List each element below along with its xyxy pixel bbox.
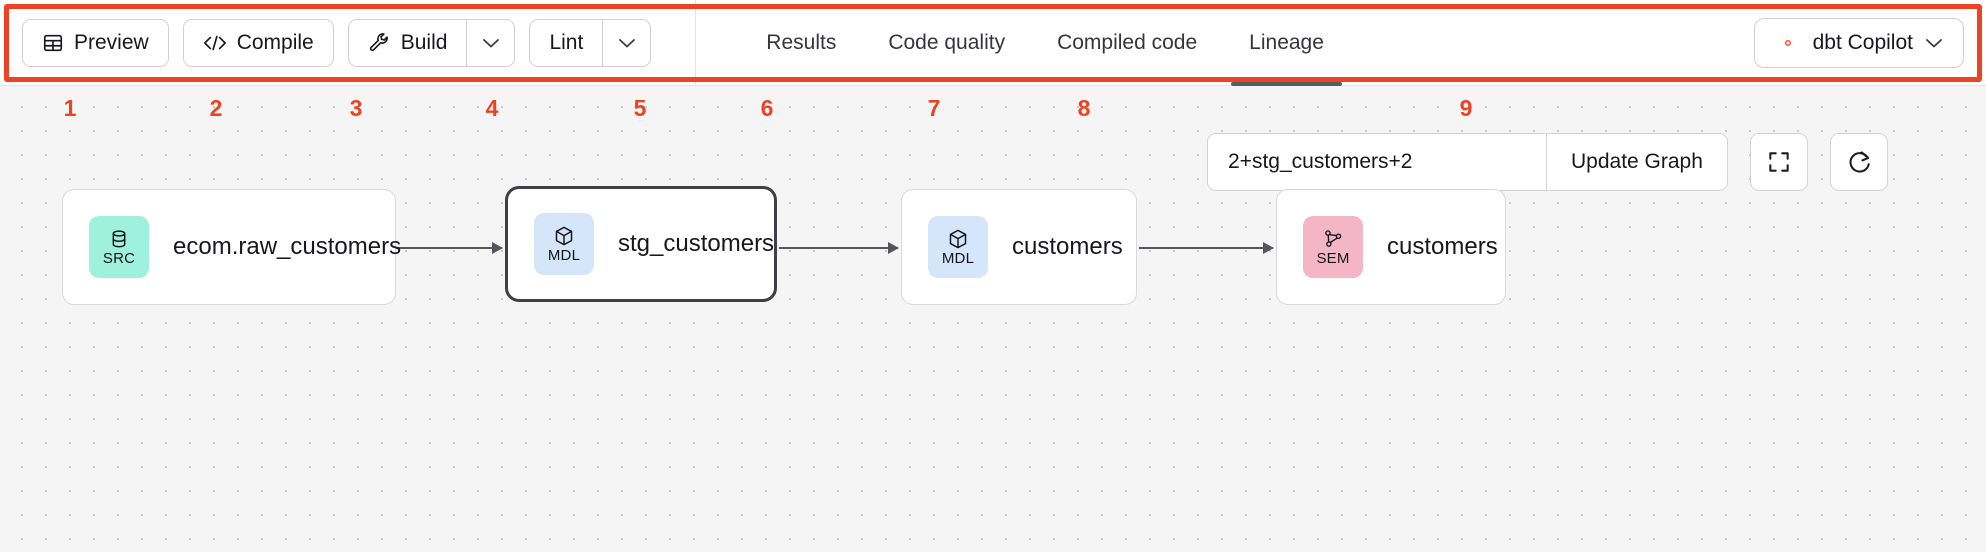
refresh-graph-button[interactable] [1829,133,1888,191]
lineage-node-source[interactable]: SRC ecom.raw_customers [62,189,401,305]
semantic-graph-icon [1322,228,1344,250]
node-type-badge: SRC [89,216,149,278]
tab-lineage-label: Lineage [1249,30,1324,54]
annotation-marker-2: 2 [209,95,223,121]
node-label: stg_customers [618,230,775,257]
build-button-label: Build [400,30,448,54]
preview-button-group[interactable]: Preview [22,18,169,67]
lineage-edge [396,242,503,254]
copilot-area: dbt Copilot [1753,17,1964,68]
lint-dropdown-toggle[interactable] [602,19,651,66]
node-type-label: MDL [547,247,581,264]
node-label: customers [1012,233,1123,260]
lint-button[interactable]: Lint [530,19,603,66]
refresh-icon [1846,149,1872,175]
table-icon [42,32,64,54]
annotation-marker-4: 4 [485,95,499,121]
lineage-edge [779,242,899,254]
annotation-marker-5: 5 [633,95,647,121]
update-graph-label: Update Graph [1571,150,1703,173]
node-type-badge: MDL [534,213,594,275]
node-type-badge: MDL [928,216,988,278]
build-dropdown-toggle[interactable] [466,19,515,66]
preview-button[interactable]: Preview [23,19,168,66]
tab-code-quality-label: Code quality [888,30,1006,54]
cube-icon [947,228,969,250]
lint-button-group[interactable]: Lint [529,18,652,67]
annotation-marker-1: 1 [63,95,77,121]
code-brackets-icon [203,33,227,53]
lineage-node-semantic[interactable]: SEM customers [1276,189,1506,305]
tab-compiled-code-label: Compiled code [1057,30,1198,54]
node-type-label: SRC [102,250,136,267]
node-type-label: MDL [941,250,975,267]
selector-group: Update Graph [1207,133,1728,191]
cube-icon [553,225,575,247]
lineage-graph-controls: Update Graph [1207,133,1888,191]
lineage-node-selected[interactable]: MDL stg_customers [505,186,777,302]
lineage-selector-input[interactable] [1208,134,1546,190]
fit-to-screen-button[interactable] [1749,133,1808,191]
fullscreen-icon [1766,149,1792,175]
node-type-label: SEM [1316,250,1350,267]
dbt-copilot-label: dbt Copilot [1812,30,1913,54]
node-label: customers [1387,233,1498,260]
lineage-node-model[interactable]: MDL customers [901,189,1137,305]
tab-code-quality[interactable]: Code quality [862,0,1031,86]
build-button-group[interactable]: Build [347,18,516,67]
lineage-canvas[interactable]: Update Graph [0,86,1986,552]
node-label: ecom.raw_customers [173,233,402,260]
compile-button-label: Compile [236,30,314,54]
preview-button-label: Preview [74,30,149,54]
database-icon [108,228,130,250]
wrench-icon [368,31,391,54]
node-type-badge: SEM [1303,216,1363,278]
tab-results-label: Results [766,30,837,54]
chevron-down-icon [1925,37,1943,49]
chevron-down-icon [618,37,636,49]
editor-toolbar: Preview Compile Build [0,0,1986,86]
compile-button-group[interactable]: Compile [182,18,334,67]
tab-compiled-code[interactable]: Compiled code [1031,0,1223,86]
annotation-marker-7: 7 [927,95,941,121]
tab-results[interactable]: Results [740,0,862,86]
annotation-marker-6: 6 [760,95,774,121]
update-graph-button[interactable]: Update Graph [1546,134,1727,190]
annotation-marker-3: 3 [349,95,363,121]
chevron-down-icon [482,37,500,49]
dbt-copilot-button[interactable]: dbt Copilot [1753,17,1964,68]
result-panel-tabs: Results Code quality Compiled code Linea… [695,0,1350,86]
dbt-copilot-icon [1775,30,1801,56]
tab-lineage[interactable]: Lineage [1223,0,1350,86]
build-button[interactable]: Build [348,19,467,66]
annotation-marker-8: 8 [1077,95,1091,121]
annotation-marker-9: 9 [1459,95,1473,121]
compile-button[interactable]: Compile [183,19,333,66]
lineage-edge [1139,242,1274,254]
lint-button-label: Lint [549,30,584,54]
